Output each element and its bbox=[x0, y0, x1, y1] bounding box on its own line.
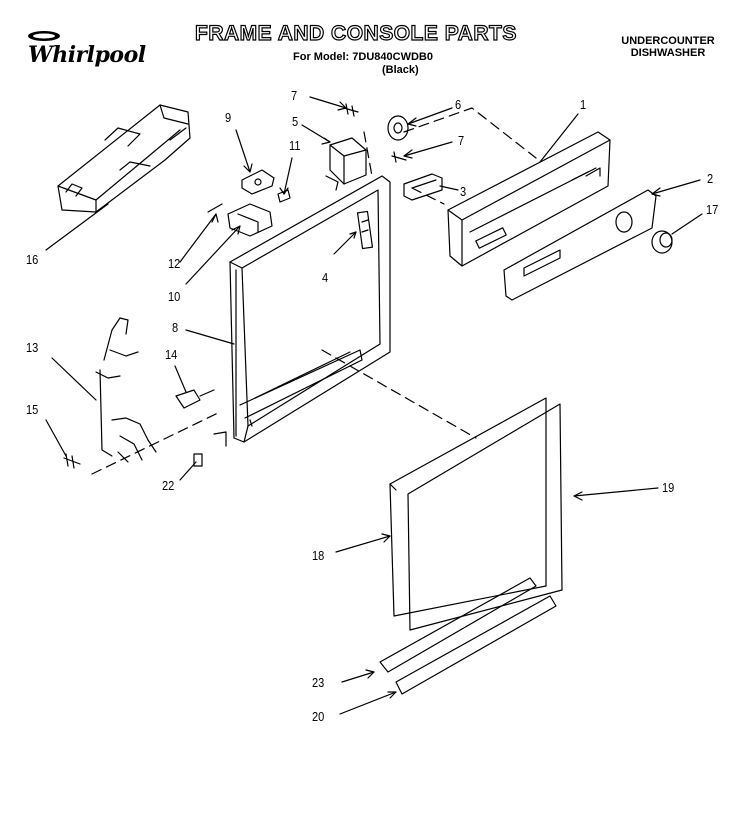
callout-23: 23 bbox=[312, 675, 325, 690]
callout-7-top: 7 bbox=[291, 88, 298, 103]
callout-10: 10 bbox=[168, 289, 181, 304]
part-16-console-cover bbox=[57, 104, 191, 213]
part-12-pin bbox=[207, 203, 223, 213]
unit-type: UNDERCOUNTER DISHWASHER bbox=[612, 35, 724, 59]
part-9-switch bbox=[241, 169, 275, 195]
logo-swoosh-icon bbox=[28, 31, 60, 41]
part-3-bracket bbox=[403, 173, 443, 201]
part-2-overlay bbox=[503, 189, 657, 301]
callout-14: 14 bbox=[165, 347, 178, 362]
callout-12: 12 bbox=[168, 256, 181, 271]
callout-16: 16 bbox=[26, 252, 39, 267]
callout-13: 13 bbox=[26, 340, 39, 355]
callout-1: 1 bbox=[580, 97, 587, 112]
callout-22: 22 bbox=[162, 478, 175, 493]
part-23-trim bbox=[379, 577, 537, 673]
part-6-dial bbox=[387, 115, 409, 141]
whirlpool-logo: Whirlpool bbox=[22, 28, 150, 70]
callout-4: 4 bbox=[322, 270, 329, 285]
part-4-latch bbox=[356, 210, 374, 250]
callout-8: 8 bbox=[172, 320, 179, 335]
part-20-bottom-strip bbox=[395, 595, 557, 695]
callout-15: 15 bbox=[26, 402, 39, 417]
callout-19: 19 bbox=[662, 480, 675, 495]
model-color: (Black) bbox=[382, 64, 419, 76]
model-number: For Model: 7DU840CWDB0 bbox=[293, 51, 433, 63]
unit-type-line-1: UNDERCOUNTER bbox=[621, 35, 715, 47]
part-1-console-panel bbox=[447, 131, 611, 267]
callout-7-mid: 7 bbox=[458, 133, 465, 148]
part-10-housing bbox=[227, 203, 273, 237]
part-5-switch-block bbox=[325, 137, 367, 191]
callout-20: 20 bbox=[312, 709, 325, 724]
part-22-clip bbox=[193, 453, 203, 467]
assembly-lines bbox=[91, 107, 537, 475]
part-18-door-panel bbox=[389, 397, 547, 617]
callout-9: 9 bbox=[225, 110, 232, 125]
callout-17: 17 bbox=[706, 202, 719, 217]
part-17-knob bbox=[651, 230, 673, 254]
callout-6: 6 bbox=[455, 97, 462, 112]
callout-11: 11 bbox=[289, 138, 301, 153]
part-13-wire-harness bbox=[95, 317, 157, 463]
unit-type-line-2: DISHWASHER bbox=[630, 47, 706, 59]
callout-5: 5 bbox=[292, 114, 299, 129]
leader-lines bbox=[45, 96, 703, 715]
brand-name: Whirlpool bbox=[28, 42, 146, 68]
part-7-screw-top bbox=[343, 103, 359, 117]
callout-2: 2 bbox=[707, 171, 714, 186]
part-7-screw-mid bbox=[391, 151, 407, 163]
part-19-door-face bbox=[407, 403, 563, 631]
part-14-sensor bbox=[175, 389, 215, 409]
callout-18: 18 bbox=[312, 548, 325, 563]
part-8-frame bbox=[213, 175, 391, 447]
callout-3: 3 bbox=[460, 184, 467, 199]
page-title: FRAME AND CONSOLE PARTS bbox=[194, 21, 517, 45]
